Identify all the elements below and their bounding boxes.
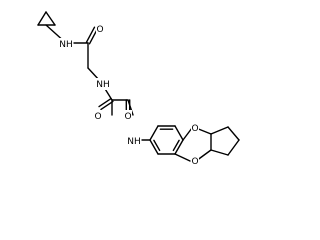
bond-ring-6 (149, 139, 159, 155)
bond-cyclopropyl-3 (45, 11, 56, 26)
bond-ring-4-inner (172, 139, 180, 152)
atom-label-nh-aryl-bg (126, 135, 142, 147)
bond-oxalyl-right-nh (127, 99, 134, 116)
atom-label-layer: NH O NH O O NH O O (58, 23, 199, 167)
atom-label-o-amide-bg (96, 23, 104, 35)
bond-ring-6-inner (153, 139, 161, 152)
atom-label-o-dioxole-bottom-bg (191, 155, 199, 167)
atom-label-o-dioxole-bottom: O (191, 157, 198, 167)
bond-layer (37, 11, 240, 162)
atom-label-o-oxalyl-right-bg (124, 110, 132, 122)
atom-label-nh-cyclopropyl: NH (59, 40, 73, 50)
bond-oxalyl-left-o-b (100, 100, 114, 111)
atom-label-nh-cyclopropyl-bg (58, 38, 74, 50)
atom-label-o-oxalyl-left: O (94, 112, 101, 122)
bond-oxalyl-left-o-a (98, 97, 112, 108)
atom-label-o-dioxole-top-bg (191, 122, 199, 134)
bond-cyclopentane-2 (227, 126, 240, 141)
bond-cyclopentane-3 (227, 139, 240, 156)
atom-label-o-oxalyl-left-bg (94, 110, 102, 122)
atom-label-o-dioxole-top: O (191, 124, 198, 134)
atom-label-o-amide: O (96, 25, 103, 35)
bond-cyclopentane-1 (210, 126, 229, 135)
atom-label-nh-glycine: NH (96, 80, 110, 90)
bond-carbonyl-o-b (85, 26, 96, 43)
bond-ring-1 (149, 125, 159, 141)
bond-dioxole-3 (174, 153, 191, 162)
bond-cyclopentane-4 (210, 149, 229, 156)
atom-label-nh-aryl: NH (127, 137, 141, 147)
bond-ring-4 (174, 139, 184, 155)
bond-dioxole-1 (182, 127, 193, 141)
bond-ring-3 (174, 125, 184, 141)
atom-label-o-oxalyl-right: O (124, 112, 131, 122)
molecule-structure: NH O NH O O NH O O (37, 11, 240, 167)
bond-cyclopropyl-2 (37, 11, 47, 26)
atom-label-nh-glycine-bg (95, 78, 111, 90)
